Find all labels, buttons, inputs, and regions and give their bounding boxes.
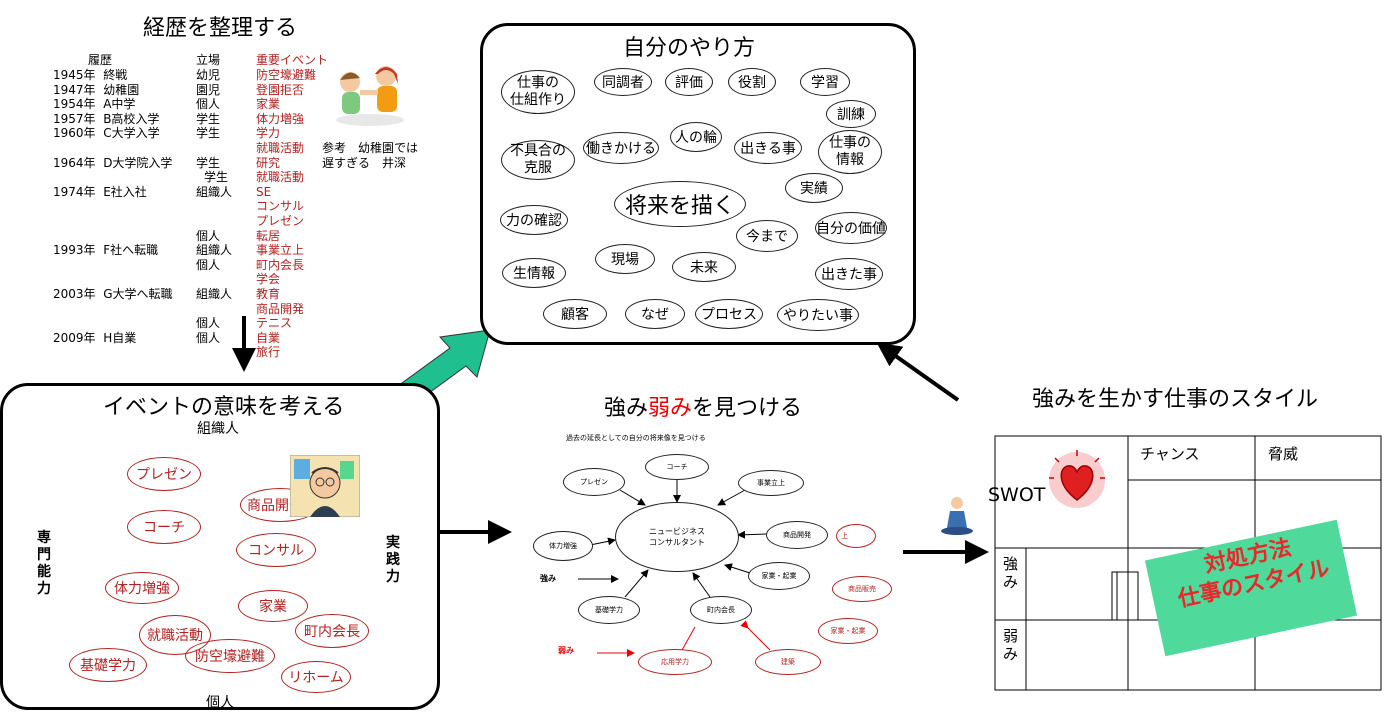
style-node: 人の輪 [670, 122, 722, 152]
style-node: 学習 [800, 68, 850, 96]
style-node: 出きた事 [815, 258, 883, 290]
career-note: 参考 幼稚園では 遅すぎる 井深 [322, 141, 419, 170]
style-node: 未来 [672, 252, 736, 282]
style-node: 力の確認 [500, 205, 568, 235]
strengths-node: 家業・起業 [748, 562, 810, 590]
strengths-node: コーチ [645, 454, 709, 480]
style-node: 評価 [665, 68, 713, 96]
axis-bottom-label: 個人 [206, 695, 234, 711]
style-node: 今まで [736, 220, 798, 252]
meaning-item: プレゼン [127, 457, 201, 491]
career-header-history: 履歴 [88, 53, 113, 67]
career-row: 2003年 G大学へ転職 [53, 287, 173, 301]
weakness-node: 建築 [755, 649, 821, 675]
career-row: 1954年 A中学 [53, 97, 136, 112]
career-row: 2009年 H自業 [53, 330, 137, 345]
meaning-item: 就職活動 [139, 615, 211, 655]
style-node: やりたい事 [777, 299, 859, 331]
meaning-item: リホーム [281, 661, 351, 693]
style-node: 生情報 [502, 258, 566, 288]
style-node: 自分の価値 [815, 212, 887, 244]
style-node: 働きかける [583, 132, 659, 164]
swot-opportunity: チャンス [1140, 445, 1200, 463]
style-node: プロセス [695, 299, 763, 329]
swot-weakness: 弱み [1003, 627, 1019, 663]
swot-strength: 強み [1003, 555, 1019, 591]
meaning-item: 防空壕避難 [185, 639, 275, 673]
career-header-role: 立場 [196, 53, 221, 67]
strengths-node: 基礎学力 [578, 596, 640, 624]
style-node: 出きる事 [734, 132, 802, 164]
career-row: 1960年 C大学入学 [53, 126, 160, 141]
heart-icon [1049, 450, 1105, 508]
axis-right-label: 実践力 [386, 535, 400, 585]
strengths-node: 事業立上 [738, 470, 804, 496]
meaning-item: 町内会長 [295, 614, 369, 648]
meaning-item: 家業 [238, 590, 308, 622]
swot-label: SWOT [988, 484, 1046, 506]
weakness-node: 商品販売 [832, 576, 892, 602]
swot-threat: 脅威 [1268, 445, 1299, 463]
style-node: 不具合の 克服 [501, 140, 575, 180]
strengths-node: 体力増強 [533, 531, 593, 561]
career-row: 1947年 幼稚園 [53, 82, 140, 97]
career-title: 経歴を整理する [143, 16, 298, 41]
meaning-item: コーチ [127, 510, 201, 544]
meaning-title: イベントの意味を考える [103, 395, 345, 420]
career-row: 1964年 D大学院入学 [53, 155, 173, 170]
strengths-subtitle: 過去の延長としての自分の将来像を見つける [566, 434, 706, 442]
old-man-clipart-icon [290, 455, 360, 517]
career-row: 1974年 E社入社 [53, 184, 147, 199]
style-node: 役割 [728, 68, 776, 96]
children-clipart-icon [336, 66, 404, 126]
style-node: なぜ [625, 299, 685, 329]
axis-left-label: 専門能力 [37, 530, 51, 597]
swot-section-title: 強みを生かす仕事のスタイル [1032, 387, 1319, 412]
strengths-node: 商品開発 [766, 521, 828, 549]
meditating-person-icon [941, 497, 973, 535]
style-node: 訓練 [826, 100, 876, 128]
meaning-item: 体力増強 [105, 572, 179, 604]
style-node: 現場 [595, 244, 655, 274]
weakness-node: 家業・起業 [818, 618, 878, 644]
style-node: 実績 [785, 173, 843, 203]
weak-label: 弱み [558, 646, 574, 655]
strengths-node: プレゼン [563, 468, 625, 496]
strong-label: 強み [540, 574, 556, 583]
style-node: 仕事の 情報 [818, 130, 882, 174]
style-node: 仕事の 仕組作り [501, 70, 575, 114]
style-title: 自分のやり方 [623, 36, 756, 61]
strengths-center-node: ニュービジネス コンサルタント [615, 502, 739, 572]
career-row: 1945年 終戦 [53, 68, 128, 82]
style-center-node: 将来を描く [614, 181, 746, 227]
meaning-item: 基礎学力 [69, 648, 147, 682]
flow-arrow-diag [876, 342, 960, 402]
weakness-node: 上 [836, 524, 876, 548]
weakness-node: 応用学力 [638, 649, 712, 675]
career-header-event: 重要イベント [256, 53, 329, 67]
career-row: 1993年 F社へ転職 [53, 243, 159, 258]
career-row: 1957年 B高校入学 [53, 111, 160, 126]
style-node: 同調者 [594, 68, 652, 96]
strengths-title: 強み弱みを見つける [604, 396, 803, 421]
meaning-item: コンサル [236, 533, 316, 567]
strengths-node: 町内会長 [690, 596, 752, 624]
axis-top-label: 組織人 [197, 421, 239, 437]
style-node: 顧客 [543, 299, 607, 329]
